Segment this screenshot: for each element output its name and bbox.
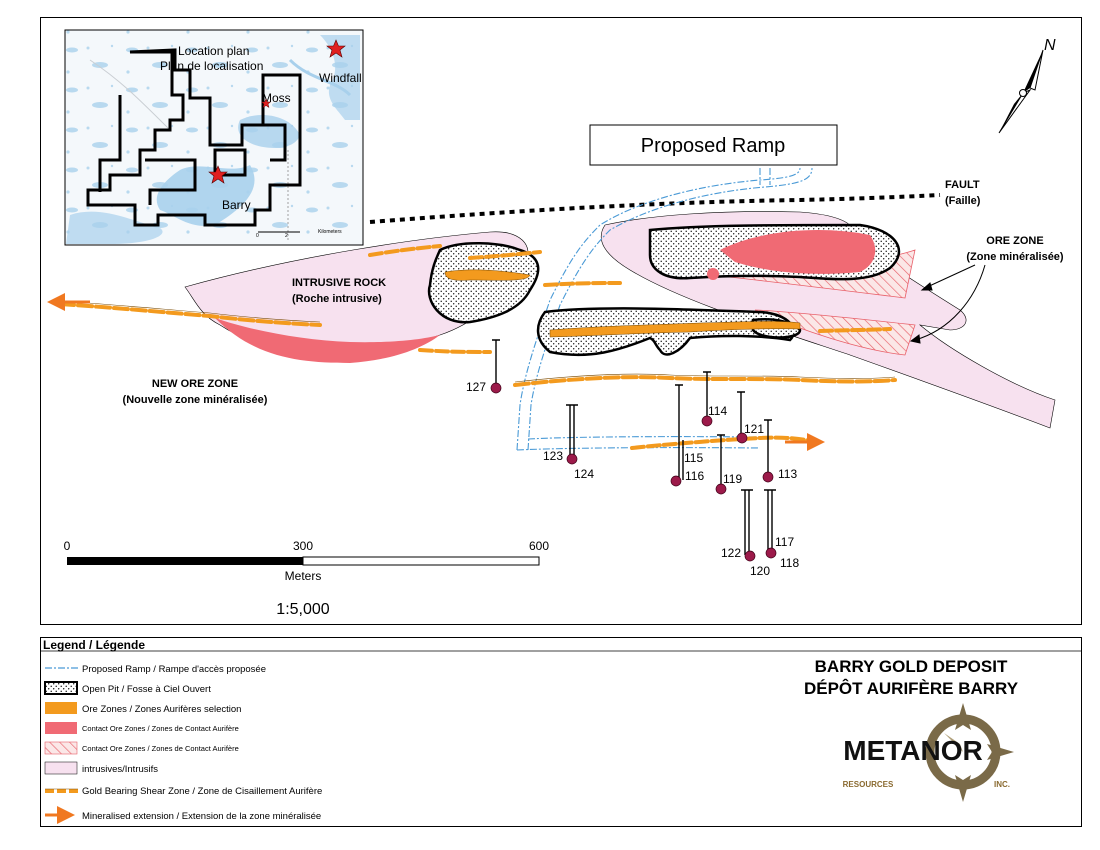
drill-hole-label: 124 — [574, 467, 594, 481]
scale-ratio: 1:5,000 — [276, 601, 329, 618]
legend-item-open-pit: Open Pit / Fosse à Ciel Ouvert — [82, 684, 211, 695]
compass-logo-icon — [925, 703, 1014, 802]
drill-hole-label: 127 — [466, 380, 486, 394]
svg-text:0: 0 — [256, 233, 259, 239]
ore-zone-label-fr: (Zone minéralisée) — [966, 251, 1064, 263]
drill-hole-label: 123 — [543, 449, 563, 463]
drill-hole-label: 120 — [750, 564, 770, 578]
inset-scale-note: Kilometers — [318, 229, 342, 235]
legend-item-ore-zone: Ore Zones / Zones Aurifères selection — [82, 704, 241, 715]
legend-frame — [40, 637, 1082, 827]
fault-label: FAULT — [945, 179, 980, 191]
legend-ore-zone-swatch — [45, 702, 77, 714]
legend-contact-ore-swatch — [45, 722, 77, 734]
star-barry-icon — [208, 165, 228, 184]
contact-ore-spot — [707, 268, 719, 280]
proposed-ramp-box — [589, 124, 838, 166]
scale-tick-0: 0 — [64, 539, 71, 553]
ore-zone-label: ORE ZONE — [986, 235, 1043, 247]
drill-holes: 127 114 121 123 124 115 116 119 113 122 … — [466, 339, 799, 578]
ore-zone-band — [444, 269, 531, 281]
map-frame — [40, 17, 1082, 625]
inset-title-fr: Plan de localisation — [160, 59, 263, 73]
legend-item-shear: Gold Bearing Shear Zone / Zone de Cisail… — [82, 786, 322, 797]
north-label: N — [1044, 37, 1056, 54]
inset-title: Location plan — [178, 44, 249, 58]
legend-item-extension: Mineralised extension / Extension de la … — [82, 811, 321, 822]
drill-hole-label: 117 — [775, 535, 794, 549]
star-windfall-icon — [326, 39, 346, 58]
svg-text:2: 2 — [285, 233, 288, 239]
fault-label-fr: (Faille) — [945, 195, 981, 207]
company-resources: RESOURCES — [843, 780, 894, 789]
intrusive-label: INTRUSIVE ROCK — [292, 277, 386, 289]
scale-tick-600: 600 — [529, 539, 549, 553]
contact-ore-hatched-lower — [754, 309, 916, 356]
legend-title: Legend / Légende — [43, 638, 145, 652]
scale-unit: Meters — [285, 569, 322, 583]
scale-tick-300: 300 — [293, 539, 313, 553]
fault-line — [369, 193, 941, 224]
shear-zones — [58, 244, 897, 450]
intrusive-label-fr: (Roche intrusive) — [292, 293, 382, 305]
contact-ore-west — [215, 318, 440, 363]
company-inc: INC. — [994, 780, 1010, 789]
legend-intrusive-swatch — [44, 761, 78, 775]
drill-hole-label: 114 — [708, 404, 727, 418]
new-ore-zone-label-fr: (Nouvelle zone minéralisée) — [123, 394, 268, 406]
company-name: METANOR — [843, 735, 982, 766]
new-ore-zone-label: NEW ORE ZONE — [152, 378, 238, 390]
ore-zone-pointers — [909, 264, 986, 344]
legend-item-contact-ore: Contact Ore Zones / Zones de Contact Aur… — [82, 724, 239, 733]
legend-item-intrusive: intrusives/Intrusifs — [82, 764, 158, 775]
legend-contact-hatched-swatch — [44, 741, 78, 755]
north-arrow-icon: N — [998, 37, 1056, 134]
legend-item-ramp: Proposed Ramp / Rampe d'accès proposée — [82, 664, 266, 675]
open-pit-west — [427, 242, 540, 324]
drill-hole-label: 119 — [723, 472, 742, 486]
drill-hole-label: 113 — [778, 467, 797, 481]
deposit-title-fr: DÉPÔT AURIFÈRE BARRY — [804, 679, 1019, 698]
place-windfall: Windfall — [319, 71, 362, 85]
star-moss-icon — [260, 98, 272, 109]
deposit-title-en: BARRY GOLD DEPOSIT — [815, 657, 1008, 676]
drill-hole-label: 118 — [780, 556, 799, 570]
proposed-ramp-title: Proposed Ramp — [641, 135, 786, 157]
legend-item-contact-hatched: Contact Ore Zones / Zones de Contact Aur… — [82, 744, 239, 753]
contact-ore-east — [720, 230, 876, 274]
legend-open-pit-swatch — [44, 681, 78, 695]
ore-zone-band — [549, 321, 801, 338]
inset-scale-bar: 0 2 Kilometers — [256, 229, 342, 239]
drill-hole-label: 116 — [685, 469, 704, 483]
drill-hole-label: 115 — [684, 451, 703, 465]
place-moss: Moss — [262, 91, 291, 105]
place-barry: Barry — [222, 198, 251, 212]
shear-zone-outlines — [59, 300, 896, 383]
metanor-logo: METANOR RESOURCES INC. — [843, 703, 1014, 802]
legend: Legend / Légende Proposed Ramp / Rampe d… — [40, 638, 1082, 824]
drill-hole-label: 122 — [721, 546, 741, 560]
drill-hole-label: 121 — [744, 422, 764, 436]
inset-location-map: Location plan Plan de localisation Windf… — [64, 29, 364, 246]
scale-bar: 0 300 600 Meters 1:5,000 — [64, 539, 550, 618]
